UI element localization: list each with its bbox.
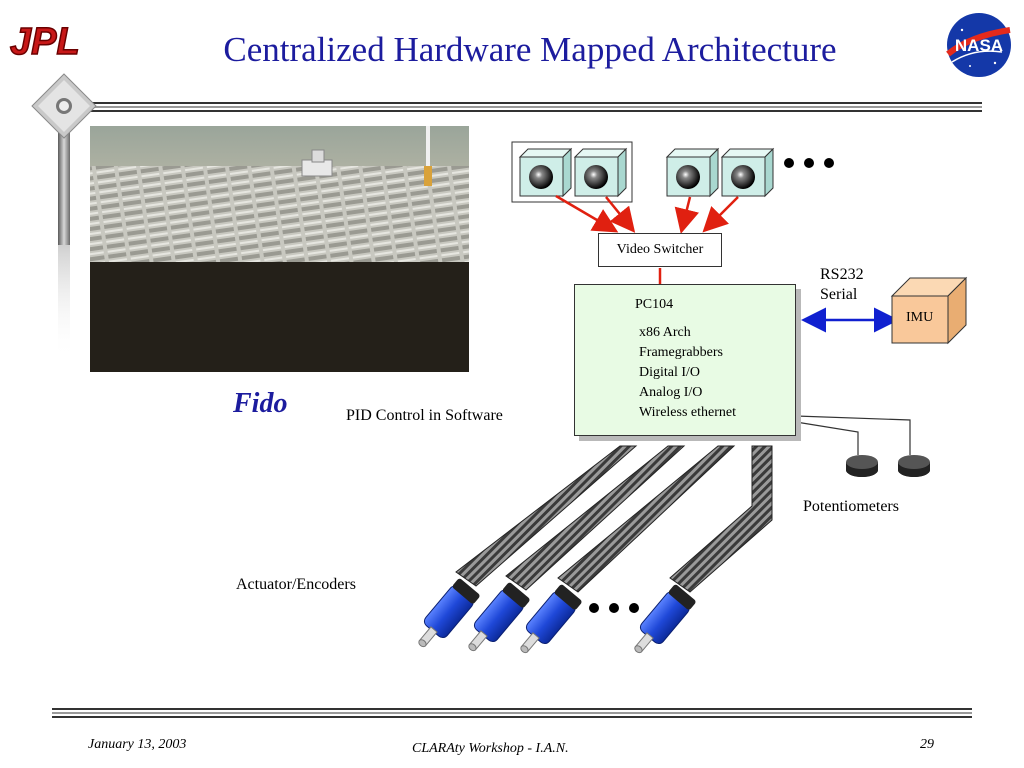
rs232-label-line: Serial — [820, 286, 858, 303]
page-number: 29 — [920, 737, 934, 752]
potentiometers-label: Potentiometers — [803, 498, 899, 515]
pc104-box: PC104 x86 Arch Framegrabbers Digital I/O… — [574, 284, 796, 436]
more-cameras-ellipsis-icon — [784, 158, 834, 168]
actuator-motor-icon — [468, 582, 530, 652]
actuator-cables — [455, 445, 773, 593]
actuator-motor-icon — [634, 584, 696, 654]
camera-icon — [573, 147, 628, 198]
pc104-feature: x86 Arch — [639, 325, 691, 340]
potentiometer-wires — [795, 415, 911, 455]
rs232-label-line: RS232 — [820, 266, 864, 283]
video-switcher-box: Video Switcher — [598, 233, 722, 267]
diamond-ornament — [31, 73, 97, 139]
camera-pair-frame-left — [511, 141, 633, 203]
svg-text:NASA: NASA — [955, 36, 1003, 55]
actuator-motor-icon — [418, 578, 480, 648]
pc104-feature: Framegrabbers — [639, 345, 723, 360]
nasa-logo: NASA — [946, 13, 1011, 77]
pc104-feature: Wireless ethernet — [639, 405, 737, 420]
top-rule — [88, 102, 982, 104]
footer-rule — [52, 708, 972, 710]
actuators-label: Actuator/Encoders — [236, 576, 356, 593]
imu-box — [890, 276, 968, 345]
camera-icon — [518, 147, 573, 198]
svg-text:JPL: JPL — [10, 21, 80, 63]
potentiometer-icon — [898, 455, 930, 477]
photo-caption: Fido — [233, 388, 288, 419]
jpl-logo: JPL — [9, 20, 80, 64]
slide-title: Centralized Hardware Mapped Architecture — [223, 30, 837, 69]
left-rail — [58, 110, 70, 245]
pc104-feature: Digital I/O — [639, 365, 701, 380]
pid-label: PID Control in Software — [346, 407, 503, 424]
pc104-feature: Analog I/O — [639, 385, 703, 400]
pc104-title: PC104 — [635, 297, 674, 312]
camera-icon — [665, 147, 720, 198]
camera-to-switcher-arrows — [555, 194, 739, 234]
footer-date: January 13, 2003 — [88, 737, 187, 752]
actuator-motor-icon — [520, 584, 582, 654]
potentiometer-icon — [846, 455, 878, 477]
footer-presentation: CLARAty Workshop - I.A.N. — [412, 741, 569, 756]
rs232-label: RS232 Serial — [820, 265, 900, 305]
fido-photo — [90, 126, 469, 372]
more-actuators-ellipsis-icon — [589, 603, 639, 613]
camera-icon — [720, 147, 775, 198]
imu-label: IMU — [906, 310, 934, 325]
